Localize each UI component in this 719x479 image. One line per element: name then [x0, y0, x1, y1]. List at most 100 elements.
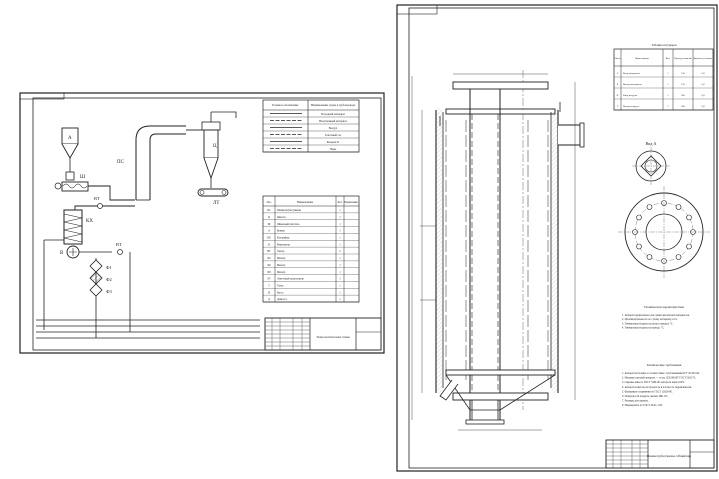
nozzle-row-pn: 0,6 — [701, 83, 705, 86]
spec-row-pos: Д — [268, 298, 270, 301]
spec-table-header-cell: Примечание — [344, 201, 359, 204]
fan-symbol: В — [60, 245, 80, 259]
spec-row-name: Бункер — [277, 230, 285, 233]
conveyor-label: ЛТ — [213, 201, 219, 206]
screw-feeder-label: Ш — [80, 175, 85, 180]
tech-req-item: 2. Материал деталей аппарата — сталь 12Х… — [622, 377, 696, 380]
spec-row-pos: Ц — [268, 216, 270, 219]
tech-req-item: 4. Аппарат испытать на прочность и плотн… — [622, 386, 692, 389]
spec-row-name: Насос — [277, 291, 285, 294]
spec-row-name: Затвор — [277, 250, 285, 253]
nozzle-table-header-cell: Давление условное — [694, 58, 713, 60]
tech-char-item: 4. Температура воздуха на выходе, °С. — [622, 327, 665, 330]
line-legend-row: Пары — [330, 148, 337, 151]
spec-row-pos: Т — [268, 284, 270, 287]
nozzle-row-qty: 1 — [667, 72, 669, 75]
valve-1-symbol — [97, 203, 103, 209]
valve-1-label: ВТ — [94, 196, 100, 201]
spec-row-pos: ЛТ — [267, 278, 271, 281]
cyclone-symbol: Ц — [201, 111, 237, 180]
line-legend-row: Конденсат — [327, 141, 340, 144]
nozzle-row-pn: 0,6 — [701, 105, 705, 108]
tech-char-item: 3. Температура воздуха на входе в аппара… — [622, 322, 674, 325]
spec-row-pos: ПС — [267, 209, 271, 212]
heat-exchanger-symbol: КХ — [63, 209, 93, 245]
spec-row-name: Вентилятор — [277, 243, 291, 246]
filter-2-label: Ф2 — [106, 277, 112, 282]
nozzle-row-mark: Г — [617, 105, 619, 108]
nozzle-row-name: Вход материала — [623, 72, 641, 75]
line-legend-table: Условное обозначение Наименование среды … — [262, 99, 360, 153]
tech-char-title: Техническая характеристика — [644, 305, 685, 309]
nozzle-row-mark: Б — [617, 83, 619, 86]
spec-row-name: Калорифер — [277, 236, 290, 239]
nozzle-row-pn: 0,6 — [701, 94, 705, 97]
dryer-apparatus-view — [411, 70, 585, 431]
filter-group: Ф1 Ф2 Ф3 — [89, 258, 113, 298]
nozzle-row-dn: 150 — [681, 72, 686, 75]
spec-row-pos: ВТ — [267, 250, 271, 253]
nozzle-row-mark: В — [617, 94, 619, 97]
spec-row-pos: Ф1 — [267, 257, 271, 260]
nozzle-row-dn: 200 — [681, 94, 686, 97]
nozzle-row-dn: 150 — [681, 83, 686, 86]
spec-table-header-cell: Поз. — [267, 201, 272, 204]
heat-exchanger-label: КХ — [86, 219, 93, 224]
line-legend-row: Топочный газ — [325, 134, 342, 137]
spec-row-qty: 1 — [339, 257, 341, 260]
spec-row-pos: В — [268, 243, 270, 246]
dryer-pipe-label: ПС — [117, 160, 125, 165]
line-legend-row: Исходный материал — [321, 113, 345, 116]
spec-row-name: Дымосос — [277, 298, 288, 301]
spec-row-qty: 2 — [339, 250, 341, 253]
tech-char-item: 1. Аппарат предназначен для сушки диспер… — [622, 314, 690, 317]
spec-row-pos: Ф3 — [267, 271, 271, 274]
view-a-label: Вид А — [646, 141, 657, 146]
spec-table-header-cell: Наименование — [297, 201, 314, 204]
nozzle-table-title: Таблица штуцеров — [651, 43, 677, 47]
valve-2-label: ВТ — [116, 242, 122, 247]
nozzle-row-pn: 0,6 — [701, 72, 705, 75]
filter-1-label: Ф1 — [106, 265, 112, 270]
spec-row-qty: 1 — [339, 271, 341, 274]
line-legend-header-left: Условное обозначение — [272, 104, 299, 107]
tech-characteristics: Техническая характеристика 1. Аппарат пр… — [622, 305, 690, 330]
nozzle-row-name: Выход воздуха — [623, 105, 640, 108]
tech-req-item: 8. Маркировать по ГОСТ 26-01-1-83. — [622, 404, 663, 407]
spec-row-qty: 1 — [339, 216, 341, 219]
tech-req-item: 1. Аппарат изготовить в соответствии с т… — [622, 372, 700, 375]
spec-row-qty: 1 — [339, 209, 341, 212]
spec-row-qty: 1 — [339, 230, 341, 233]
line-legend-row: Воздух — [329, 127, 338, 130]
spec-row-qty: 1 — [339, 223, 341, 226]
nozzle-table-header-cell: Наименование — [635, 58, 649, 60]
spec-row-pos: Ф2 — [267, 264, 271, 267]
tech-char-item: 2. Производительность по сухому материал… — [622, 318, 678, 321]
spec-row-name: Ленточный транспортер — [277, 278, 304, 281]
nozzle-table-header-cell: Кол. — [666, 58, 671, 60]
spec-row-pos: КХ — [267, 236, 271, 239]
spec-row-qty: 1 — [339, 291, 341, 294]
right-stamp-title: Пневмотрубасушилка. Общий вид — [647, 454, 691, 458]
nozzle-table-header-cell: Проход условный — [674, 57, 692, 60]
filter-3-symbol — [89, 283, 103, 297]
spec-row-qty: 1 — [339, 298, 341, 301]
fan-label: В — [60, 251, 64, 256]
line-legend-header-right: Наименование среды в трубопроводе — [311, 104, 356, 107]
spec-table-header-cell: Кол. — [338, 201, 343, 204]
right-sheet: Вид А Таблица штуцеров — [396, 4, 718, 472]
nozzle-row-qty: 1 — [667, 105, 669, 108]
nozzle-row-qty: 1 — [667, 83, 669, 86]
spec-row-name: Фильтр — [277, 271, 286, 274]
tech-req-item: 3. Сварные швы по ГОСТ 5264-80, контроль… — [622, 381, 685, 384]
valve-2-symbol — [117, 249, 123, 255]
hopper-label: А — [68, 136, 72, 141]
filter-1-symbol — [89, 259, 103, 273]
dryer-pipe-symbol: ПС — [117, 125, 186, 201]
screw-feeder-symbol: Ш — [54, 175, 89, 192]
spec-row-qty: 1 — [339, 284, 341, 287]
tech-req-item: 5. Фланцевые соединения по ГОСТ 12820-80… — [622, 390, 673, 393]
left-sheet: А Ш ПС Ц — [19, 92, 385, 354]
